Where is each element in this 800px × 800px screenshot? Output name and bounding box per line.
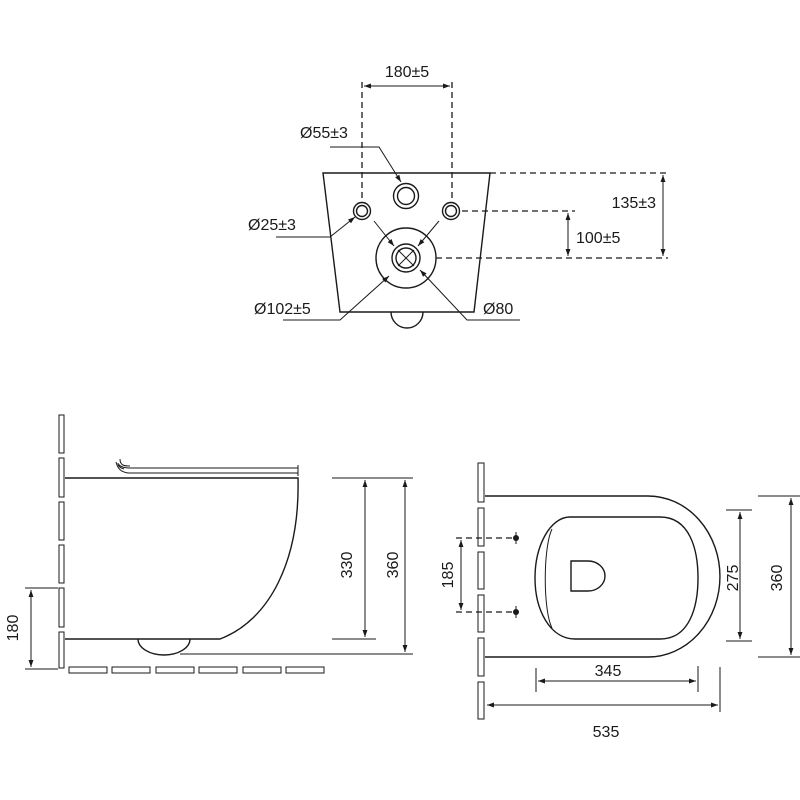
dim-seat-width-label: 275 (725, 565, 742, 592)
wall-plan (477, 462, 485, 720)
outlet-pipe-side (137, 638, 191, 656)
dim-bolt-spacing-label: 180±5 (385, 64, 429, 81)
dim-bolt-spacing-plan-label: 185 (440, 562, 457, 589)
bolt-hole-right-inner (444, 204, 458, 218)
rear-outline (322, 172, 491, 313)
flush-d-shape (570, 560, 606, 592)
dim-bolt-height-label: 100±5 (576, 230, 620, 247)
dim-total-height-label: 360 (385, 552, 402, 579)
seat-hinge (119, 458, 131, 467)
toilet-outline-plan (485, 495, 721, 658)
outlet-core (395, 247, 417, 269)
bolt-hole-right (441, 201, 461, 221)
outlet-cross-b (397, 249, 415, 267)
wall (58, 414, 65, 669)
bolt-hole-leader (276, 216, 356, 238)
bolt-marker-top (513, 532, 519, 544)
toilet-body-side (65, 477, 299, 640)
bolt-hole-left-inner (355, 204, 369, 218)
bolt-hole-diameter-label: Ø25±3 (248, 217, 296, 234)
rear-outlet-bump (390, 311, 424, 329)
water-inlet-inner (396, 186, 416, 206)
dim-total-width-label: 360 (769, 565, 786, 592)
outlet-inner (391, 243, 421, 273)
outlet-outer-leader (283, 275, 390, 321)
dim-total-length-label: 535 (593, 724, 620, 741)
outlet-arrow-left (373, 220, 395, 247)
dim-seat-length-label: 345 (595, 663, 622, 680)
bolt-marker-bottom (513, 606, 519, 618)
floor (68, 666, 325, 674)
dim-inlet-height-label: 135±3 (612, 195, 656, 212)
bolt-hole-left (352, 201, 372, 221)
outlet-arrow-right (417, 220, 440, 247)
seat-inner-edge (544, 528, 553, 629)
outlet-inner-leader (419, 269, 520, 321)
side-view: 180 330 360 (5, 414, 413, 674)
water-inlet (392, 182, 420, 210)
dim-mount-height-label: 180 (5, 615, 22, 642)
outlet-outer-diameter-label: Ø102±5 (254, 301, 311, 318)
seat-lid-side (115, 461, 299, 476)
rear-view: 180±5 135±3 100±5 Ø55±3 Ø25±3 Ø102±5 Ø80 (248, 64, 668, 329)
seat-opening (534, 516, 699, 640)
inlet-leader (330, 146, 402, 183)
outlet-inner-diameter-label: Ø80 (483, 301, 513, 318)
inlet-diameter-label: Ø55±3 (300, 125, 348, 142)
plan-view: 185 275 360 345 535 (440, 462, 800, 741)
dim-bowl-height-label: 330 (339, 552, 356, 579)
